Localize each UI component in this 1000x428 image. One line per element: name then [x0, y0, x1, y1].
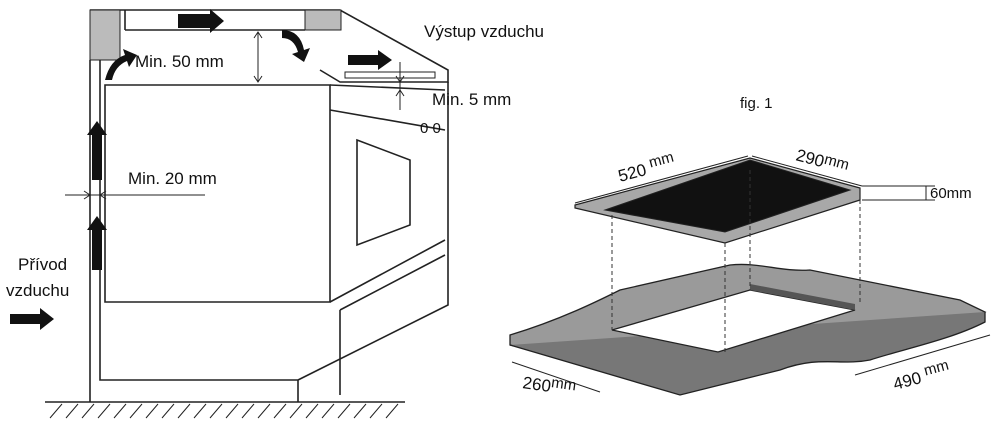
arrow-up-lower-icon	[87, 216, 107, 270]
airflow-arrows	[10, 9, 392, 330]
arrow-curve-right-icon	[282, 30, 310, 62]
arrow-up-upper-icon	[87, 121, 107, 180]
oven-front	[104, 84, 331, 303]
air-inlet-label-line1: Přívod	[18, 255, 67, 274]
countertop	[90, 9, 449, 83]
arrow-curve-left-icon	[105, 49, 137, 80]
oven-side	[329, 84, 446, 303]
cabinet-drawing: 0 0	[10, 9, 449, 419]
cabinet-body	[89, 60, 449, 402]
arrow-outlet-icon	[348, 50, 392, 70]
countertop-cutout	[509, 263, 987, 396]
oven-knobs: 0 0	[420, 120, 441, 137]
hob	[574, 157, 861, 355]
dimension-lines-right	[511, 155, 991, 393]
countertop-edge-right	[304, 9, 342, 31]
hob-height-label: 60mm	[930, 185, 972, 202]
arrow-inlet-icon	[10, 308, 54, 330]
min-top-gap-label: Min. 50 mm	[135, 52, 224, 71]
cutout-depth-label: 260mm	[521, 370, 577, 399]
unit-superscript: mm	[647, 149, 676, 172]
air-inlet-label-line2: vzduchu	[6, 281, 69, 300]
min-side-gap-label: Min. 20 mm	[128, 169, 217, 188]
figure-title: fig. 1	[740, 95, 773, 112]
countertop-edge-left	[89, 9, 121, 61]
arrow-right-top-icon	[178, 9, 224, 33]
air-outlet-label: Výstup vzduchu	[424, 22, 544, 41]
oven-window	[356, 138, 411, 247]
min-front-gap-label: Min. 5 mm	[432, 90, 511, 109]
floor-hatch	[49, 403, 399, 419]
